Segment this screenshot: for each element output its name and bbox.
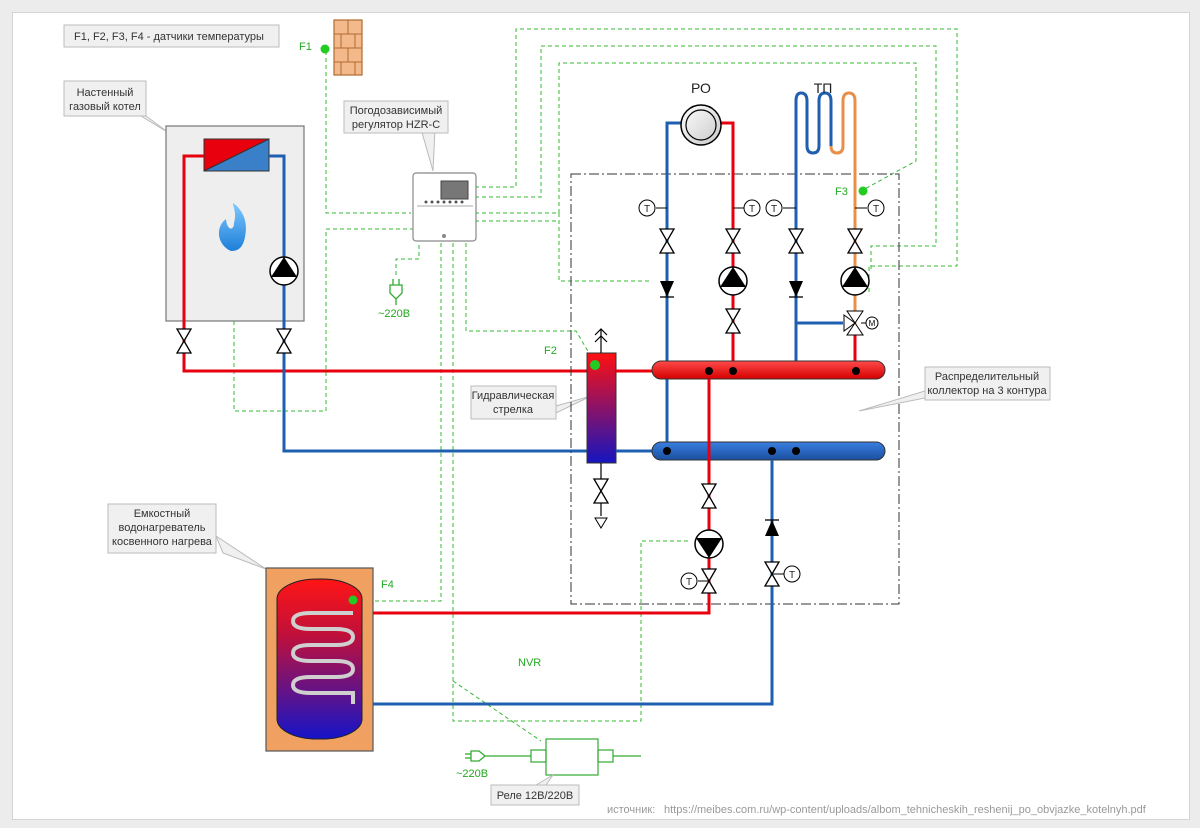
sensor-f2-label: F2 (544, 345, 557, 357)
hydro-callout-line1: Гидравлическая (472, 390, 555, 402)
tank-coil (290, 611, 356, 704)
floor-heating-loop (829, 91, 857, 346)
sensor-f1-dot (320, 44, 330, 54)
regulator-callout: Погодозависимый регулятор HZR-C (343, 100, 449, 172)
dhw-pump-icon (694, 529, 724, 559)
svg-text:M: M (869, 319, 876, 328)
mixing-valve-icon: M (843, 310, 879, 336)
radiator-supply-valve-icon (725, 228, 741, 254)
legend-text: F1, F2, F3, F4 - датчики температуры (74, 31, 264, 43)
diagram-frame: F1, F2, F3, F4 - датчики температуры F1 … (12, 12, 1190, 820)
boiler-callout-line1: Настенный (77, 87, 134, 99)
sensor-f3-label: F3 (835, 186, 848, 198)
tank-callout-line1: Емкостный (134, 508, 191, 520)
collector-callout-line1: Распределительный (935, 371, 1039, 383)
relay (530, 738, 641, 776)
regulator-callout-line1: Погодозависимый (350, 105, 443, 117)
thermometer-4-label: T (873, 204, 879, 215)
dhw-supply-valve-icon (701, 483, 717, 509)
source-prefix: источник: (607, 804, 655, 816)
thermometers: T T T T T T (638, 199, 885, 590)
dhw-tank (265, 567, 374, 752)
radiator-pump-valve-icon (725, 308, 741, 334)
relay-callout: Реле 12В/220В (490, 774, 580, 806)
drain-valve-icon (593, 478, 609, 504)
radiator-check-valve-icon (659, 280, 675, 298)
thermometer-5-label: T (686, 577, 692, 588)
relay-plug-icon (465, 750, 531, 762)
thermometer-3-label: T (771, 204, 777, 215)
boiler-callout: Настенный газовый котел (63, 80, 170, 134)
radiator-pump-icon (718, 266, 748, 296)
nvr-label: NVR (518, 657, 541, 669)
regulator-callout-line2: регулятор HZR-C (352, 119, 440, 131)
floor-pump-icon (840, 266, 870, 296)
sensor-f2-dot (590, 360, 600, 370)
boiler-callout-line2: газовый котел (69, 101, 141, 113)
relay-power-label: ~220В (456, 768, 488, 780)
signal-lines (233, 28, 958, 742)
floor-check-valve-icon (788, 280, 804, 298)
source-url: https://meibes.com.ru/wp-content/uploads… (664, 804, 1147, 816)
collector-callout: Распределительный коллектор на 3 контура (858, 366, 1051, 412)
gas-boiler (165, 125, 305, 322)
hydro-callout-line2: стрелка (493, 404, 534, 416)
radiator-circuit-label: РО (691, 80, 711, 96)
collector-frame (570, 173, 900, 605)
hydraulic-separator (586, 352, 617, 464)
radiator-return-valve-icon (659, 228, 675, 254)
floor-supply-valve-icon (847, 228, 863, 254)
outdoor-sensor-wall (333, 19, 363, 76)
drain-icon (594, 517, 608, 529)
thermometer-6-label: T (789, 570, 795, 581)
plug-icon (389, 279, 403, 305)
weather-regulator (412, 172, 477, 242)
boiler-return-valve-icon (276, 328, 292, 354)
tank-callout-line2: водонагреватель (119, 522, 206, 534)
heating-scheme: F1, F2, F3, F4 - датчики температуры F1 … (63, 19, 1147, 816)
thermometer-2-label: T (749, 204, 755, 215)
floor-circuit-label: ТП (814, 80, 833, 96)
sensor-f4-dot (348, 595, 358, 605)
sensor-f3-dot (858, 186, 868, 196)
sensor-f1-label: F1 (299, 41, 312, 53)
flame-icon (218, 203, 246, 251)
air-vent-icon (594, 328, 608, 353)
relay-callout-text: Реле 12В/220В (497, 790, 574, 802)
sensor-f4-label: F4 (381, 579, 394, 591)
tank-callout-line3: косвенного нагрева (112, 536, 213, 548)
collector-callout-line2: коллектор на 3 контура (927, 385, 1047, 397)
thermometer-1-label: T (644, 204, 650, 215)
hydro-callout: Гидравлическая стрелка (470, 385, 592, 420)
regulator-power-label: ~220В (378, 308, 410, 320)
tank-callout: Емкостный водонагреватель косвенного наг… (107, 503, 267, 570)
boiler-supply-valve-icon (176, 328, 192, 354)
boiler-pump-icon (269, 256, 299, 286)
floor-return-valve-icon (788, 228, 804, 254)
radiator-icon (680, 104, 722, 146)
legend-box: F1, F2, F3, F4 - датчики температуры (63, 24, 280, 48)
supply-collector (651, 360, 886, 380)
dhw-check-valve-icon (764, 519, 780, 537)
